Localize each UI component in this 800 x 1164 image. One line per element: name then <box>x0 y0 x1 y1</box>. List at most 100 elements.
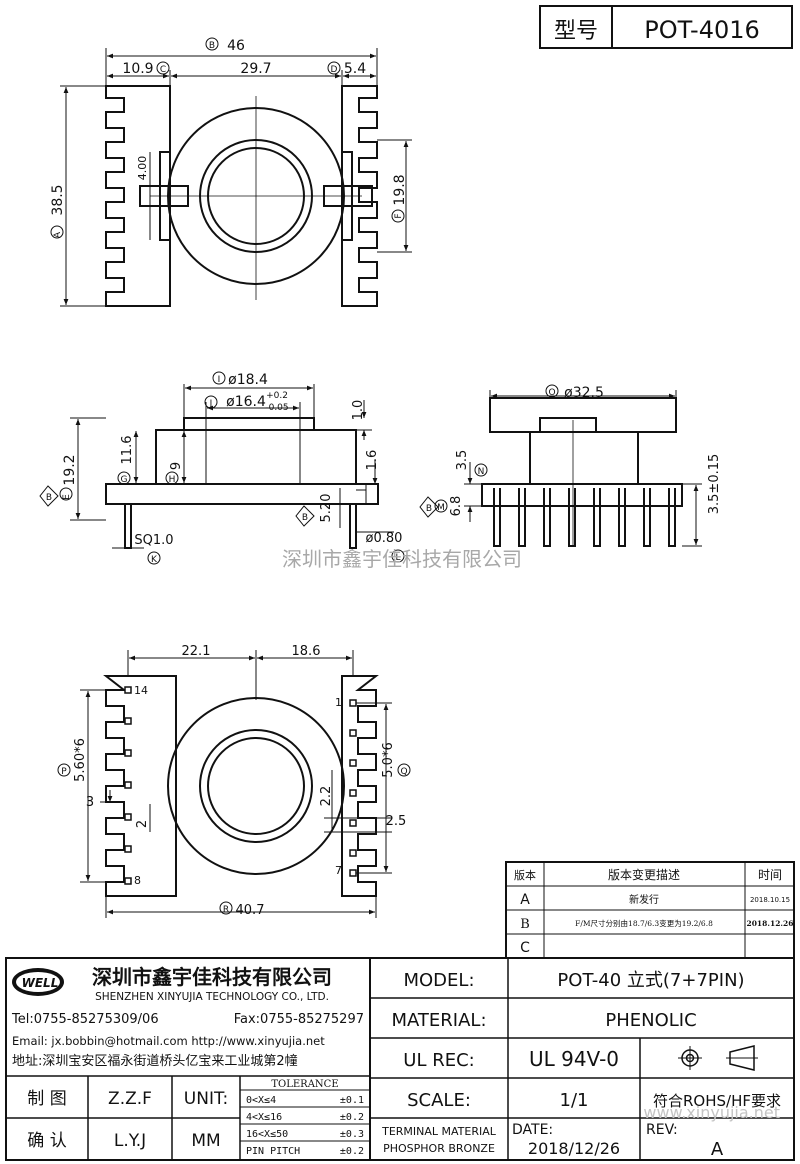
revision-header-ver: 版本 <box>514 868 536 882</box>
dim-297: 29.7 <box>240 61 271 77</box>
dim-3515: 3.5±0.15 <box>707 454 722 515</box>
tolerance-value-2: ±0.2 <box>340 1112 364 1123</box>
bottom-view <box>103 675 379 897</box>
company-name-cn: 深圳市鑫宇佳科技有限公司 <box>92 965 332 989</box>
revision-row-c-ver: C <box>520 940 530 956</box>
dim-192: 19.2 <box>62 454 78 485</box>
dim-c-109: 10.9 <box>122 61 153 77</box>
dim-35: 3.5 <box>455 450 470 471</box>
drawn-label: 制 图 <box>27 1089 66 1109</box>
logo-text: WELL <box>22 976 59 990</box>
top-view-dimensions <box>50 37 412 307</box>
mark-k: K <box>151 555 158 565</box>
dim-2: 2 <box>135 820 150 828</box>
top-view-labels: B 46 10.9 C 29.7 D 5.4 A 38.5 4.00 F 19.… <box>50 38 408 238</box>
mark-b-right: B <box>302 513 308 523</box>
mark-f: F <box>394 213 404 218</box>
revision-row-b-desc: F/M尺寸分别由18.7/6.3变更为19.2/6.8 <box>575 918 713 928</box>
tolerance-value-4: ±0.2 <box>340 1146 364 1157</box>
revision-header-desc: 版本变更描述 <box>608 867 680 882</box>
model-label: MODEL: <box>403 970 474 991</box>
revision-table-text: 版本 版本变更描述 时间 A 新发行 2018.10.15 B F/M尺寸分别由… <box>514 867 793 956</box>
rev-value: A <box>711 1139 724 1160</box>
header-model-value: POT-4016 <box>644 16 760 44</box>
material-label: MATERIAL: <box>391 1010 486 1031</box>
model-value: POT-40 立式(7+7PIN) <box>557 970 744 991</box>
header-model-label: 型号 <box>554 19 598 44</box>
tolerance-range-4: PIN PITCH <box>246 1146 300 1157</box>
bottom-view-pins <box>124 686 357 885</box>
tolerance-range-2: 4<X≤16 <box>246 1112 282 1123</box>
company-logo: WELL <box>12 968 64 996</box>
title-block-text: MODEL: POT-40 立式(7+7PIN) MATERIAL: PHENO… <box>27 970 781 1160</box>
web-watermark: www.xinyujia.net <box>643 1103 780 1122</box>
drawn-value: Z.Z.F <box>108 1089 152 1109</box>
revision-row-b-date: 2018.12.26 <box>747 919 794 928</box>
company-info: 深圳市鑫宇佳科技有限公司 SHENZHEN XINYUJIA TECHNOLOG… <box>11 965 364 1069</box>
mark-n: N <box>478 467 485 477</box>
unit-value: MM <box>191 1131 220 1151</box>
terminal-material-line1: TERMINAL MATERIAL <box>381 1125 497 1138</box>
mark-b-end: B <box>426 504 432 514</box>
tolerance-value-1: ±0.1 <box>340 1095 364 1106</box>
dim-j-164: ø16.4 <box>226 394 266 410</box>
dim-10: 1.0 <box>351 400 366 421</box>
dim-22: 2.2 <box>319 786 334 807</box>
mark-i: I <box>218 375 221 385</box>
terminal-material-line2: PHOSPHOR BRONZE <box>383 1142 495 1155</box>
dim-j-lower-tol: -0.05 <box>265 403 288 413</box>
dim-p-560x6: 5.60*6 <box>73 738 88 782</box>
checked-value: L.Y.J <box>114 1131 146 1151</box>
side-view-labels: I ø18.4 J ø16.4 +0.2 -0.05 1.0 19.2 E 11… <box>46 372 403 565</box>
ulrec-value: UL 94V-0 <box>529 1047 619 1071</box>
tolerance-range-1: 0<X≤4 <box>246 1095 276 1106</box>
mark-m: M <box>437 503 445 513</box>
end-view <box>481 397 683 547</box>
mark-a: A <box>53 231 63 238</box>
side-view <box>105 417 379 549</box>
end-view-labels: O ø32.5 3.5 N 6.8 M B 3.5±0.15 <box>426 385 722 516</box>
dim-o-325: ø32.5 <box>564 385 604 401</box>
company-address: 地址:深圳宝安区福永街道桥头亿宝来工业城第2幢 <box>12 1053 298 1069</box>
ulrec-label: UL REC: <box>403 1050 474 1071</box>
unit-label: UNIT: <box>184 1089 228 1109</box>
dim-f-198: 19.8 <box>392 174 408 205</box>
rohs-note: 符合ROHS/HF要求 <box>653 1092 781 1110</box>
dim-b-46: 46 <box>227 38 245 54</box>
pin-label-7: 7 <box>335 864 342 877</box>
dim-a-385: 38.5 <box>50 184 66 215</box>
checked-label: 确 认 <box>27 1131 66 1151</box>
dim-25: 2.5 <box>386 814 407 829</box>
dim-j-upper-tol: +0.2 <box>266 391 288 401</box>
dim-186: 18.6 <box>292 644 321 659</box>
company-tel: Tel:0755-85275309/06 <box>11 1012 159 1027</box>
dim-68: 6.8 <box>449 496 464 517</box>
mark-j: J <box>209 399 213 409</box>
dim-221: 22.1 <box>182 644 211 659</box>
dim-d-54: 5.4 <box>344 61 366 77</box>
top-view <box>105 85 378 307</box>
date-value: 2018/12/26 <box>528 1139 620 1158</box>
revision-row-b-ver: B <box>520 917 530 932</box>
mark-e: E <box>62 494 72 500</box>
dim-080: ø0.80 <box>366 531 403 546</box>
mark-c: C <box>160 65 166 75</box>
rev-label: REV: <box>646 1122 678 1138</box>
mark-q: Q <box>400 767 407 777</box>
pin-label-8: 8 <box>134 874 141 887</box>
company-email: Email: jx.bobbin@hotmail.com http://www.… <box>12 1034 325 1048</box>
tolerance-value-3: ±0.3 <box>340 1129 364 1140</box>
dim-i-184: ø18.4 <box>228 372 268 388</box>
end-view-dimensions <box>419 384 702 547</box>
dim-3: 3 <box>86 795 94 810</box>
scale-label: SCALE: <box>407 1090 471 1111</box>
side-view-dimensions <box>39 371 405 565</box>
company-name-en: SHENZHEN XINYUJIA TECHNOLOGY CO., LTD. <box>95 991 329 1003</box>
revision-row-a-date: 2018.10.15 <box>750 896 790 904</box>
revision-row-a-ver: A <box>520 892 530 908</box>
dim-9: 9 <box>169 462 184 470</box>
bottom-view-labels: 22.1 18.6 14 8 1 7 5.60*6 P 5.0*6 Q 3 2 … <box>61 644 407 918</box>
revision-row-a-desc: 新发行 <box>629 893 659 906</box>
mark-r: R <box>223 905 229 915</box>
